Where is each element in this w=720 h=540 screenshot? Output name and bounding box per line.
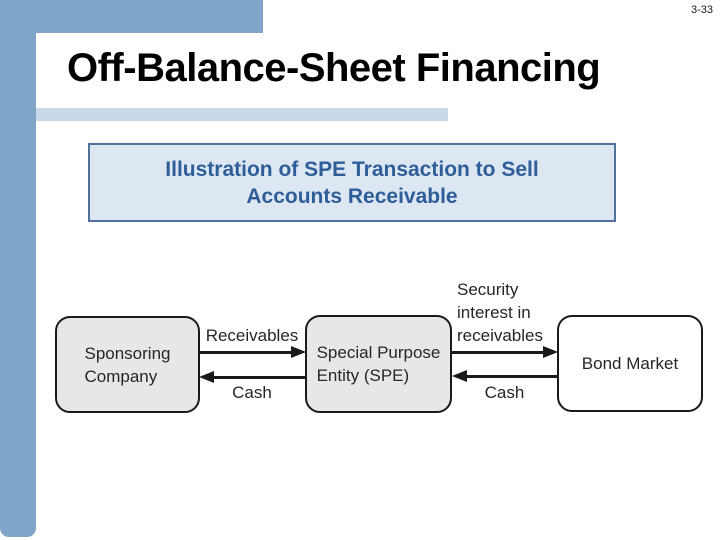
- arrow-label-cash-right: Cash: [484, 383, 525, 402]
- subtitle-line-2: Accounts Receivable: [246, 184, 458, 208]
- box-bond-market-label: Bond Market: [581, 354, 679, 373]
- box-special-purpose-entity-label: Special Purpose Entity (SPE): [316, 343, 441, 385]
- arrow-label-security-interest: Security interest in receivables: [457, 280, 543, 345]
- subtitle-box: Illustration of SPE Transaction to Sell …: [88, 143, 616, 222]
- left-accent-bar: [0, 0, 36, 537]
- slide-title: Off-Balance-Sheet Financing: [67, 46, 601, 90]
- arrow-receivables: [199, 351, 293, 354]
- arrow-cash-to-sponsor-head-icon: [199, 371, 214, 383]
- arrow-cash-to-sponsor: [213, 376, 305, 379]
- box-sponsoring-company: Sponsoring Company: [55, 316, 200, 413]
- arrow-security-interest: [452, 351, 545, 354]
- box-special-purpose-entity: Special Purpose Entity (SPE): [305, 315, 452, 413]
- box-sponsoring-company-label: Sponsoring Company: [84, 343, 171, 386]
- arrow-cash-to-spe-head-icon: [452, 370, 467, 382]
- arrow-label-receivables: Receivables: [205, 326, 299, 345]
- arrow-security-interest-head-icon: [543, 346, 558, 358]
- arrow-label-cash-left: Cash: [232, 383, 272, 402]
- slide-page-number: 3-33: [690, 4, 713, 16]
- arrow-receivables-head-icon: [291, 346, 306, 358]
- top-accent-bar: [0, 0, 263, 33]
- arrow-cash-to-spe: [466, 375, 557, 378]
- box-bond-market: Bond Market: [557, 315, 703, 412]
- title-underline-bar: [36, 108, 448, 121]
- subtitle-line-1: Illustration of SPE Transaction to Sell: [165, 157, 539, 181]
